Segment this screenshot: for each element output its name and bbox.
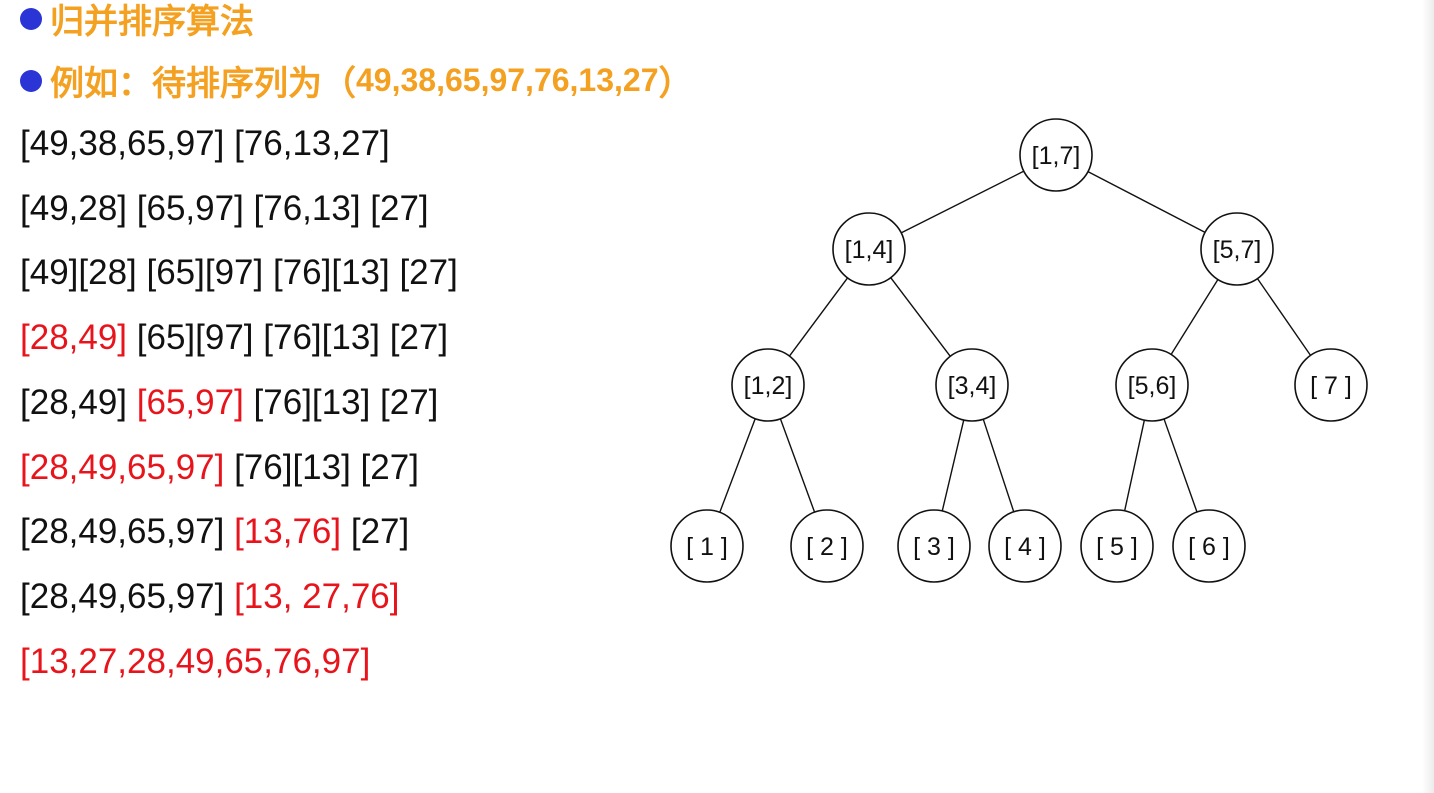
segment: [49][28] [65][97] [76][13] [27] [20,253,458,293]
edge-n57-n7 [1256,278,1312,356]
tree-nodes: [1,7] [1,4] [5,7] [1,2] [3,4] [5,6] [ 7 ] [ 1 ]… [670,118,1368,583]
example-suffix: ） [658,64,693,104]
segment: [76][13] [27] [224,447,419,487]
step-line-6: [28,49,65,97] [76][13] [27] [20,448,419,488]
node-circle [1294,348,1368,422]
node-circle [897,509,971,583]
edge-n14-n34 [890,277,951,357]
edge-n12-n2 [779,418,816,513]
node-label: [ 6 ] [1188,533,1230,561]
node-circle [790,509,864,583]
heading: 归并排序算法 [50,2,254,42]
edge-n56-n5 [1123,420,1146,511]
bullet-icon [20,7,42,30]
edge-n57-n56 [1170,279,1219,355]
node-label: [ 4 ] [1004,533,1046,561]
node-circle [1172,509,1246,583]
merged-segment: [13, 27,76] [234,576,400,616]
step-line-7: [28,49,65,97] [13,76] [27] [20,512,409,552]
node-circle [1115,348,1189,422]
tree-node-n14: [1,4] [832,212,906,286]
edge-n34-n3 [941,419,965,512]
node-circle [670,509,744,583]
edge-n17-n14 [900,170,1025,234]
node-label: [1,2] [744,372,793,400]
tree-node-n7: [ 7 ] [1294,348,1368,422]
segment: [76][13] [27] [243,382,439,422]
merged-segment: [65,97] [136,382,244,422]
node-circle [988,509,1062,583]
node-label: [1,7] [1032,142,1081,170]
tree-node-n57: [5,7] [1200,212,1274,286]
segment: [49,38,65,97] [76,13,27] [20,124,390,163]
example-row: 例如：待排序列为（ 49,38,65,97,76,13,27 ） [20,56,693,105]
bullet-icon [20,69,42,92]
segment: [28,49] [20,382,137,422]
tree-edges [719,170,1312,513]
node-label: [ 3 ] [913,533,955,561]
step-line-1: [49,38,65,97] [76,13,27] [20,124,390,164]
segment: [49,28] [65,97] [76,13] [27] [20,188,429,228]
node-label: [1,4] [845,236,894,264]
node-label: [ 5 ] [1096,533,1138,561]
tree-node-n6: [ 6 ] [1172,509,1246,583]
node-label: [ 1 ] [686,533,728,561]
step-line-9: [13,27,28,49,65,76,97] [20,642,370,682]
node-circle [731,348,805,422]
example-prefix: 例如：待排序列为（ [50,64,356,104]
node-circle [1200,212,1274,286]
tree-node-n4: [ 4 ] [988,509,1062,583]
tree-node-n56: [5,6] [1115,348,1189,422]
tree-node-n5: [ 5 ] [1080,509,1154,583]
example-numbers: 49,38,65,97,76,13,27 [356,62,659,98]
edge-n14-n12 [788,277,849,357]
tree-node-n3: [ 3 ] [897,509,971,583]
node-label: [ 2 ] [806,533,848,561]
step-line-3: [49][28] [65][97] [76][13] [27] [20,253,458,293]
node-circle [832,212,906,286]
segment: [27] [341,512,410,552]
node-circle [1019,118,1093,192]
edge-n12-n1 [719,418,756,513]
segment: [65][97] [76][13] [27] [127,318,449,358]
merged-segment: [13,76] [234,512,342,552]
tree-node-n1: [ 1 ] [670,509,744,583]
node-circle [1080,509,1154,583]
node-label: [5,6] [1128,372,1177,400]
step-line-2: [49,28] [65,97] [76,13] [27] [20,189,429,229]
merged-segment: [13,27,28,49,65,76,97] [20,641,371,681]
heading-row: 归并排序算法 [20,0,254,43]
edge-n17-n57 [1087,170,1206,234]
node-circle [935,348,1009,422]
page-edge [1422,0,1434,793]
edge-n34-n4 [982,418,1015,513]
step-line-4: [28,49] [65][97] [76][13] [27] [20,318,448,358]
edge-n56-n6 [1163,418,1198,513]
tree-node-n34: [3,4] [935,348,1009,422]
node-label: [ 7 ] [1310,372,1352,400]
segment: [28,49,65,97] [20,512,235,552]
tree-node-n12: [1,2] [731,348,805,422]
step-line-8: [28,49,65,97] [13, 27,76] [20,577,400,617]
segment: [28,49,65,97] [20,576,235,616]
step-line-5: [28,49] [65,97] [76][13] [27] [20,383,438,423]
tree-node-n2: [ 2 ] [790,509,864,583]
merged-segment: [28,49] [20,318,128,358]
tree-node-n17: [1,7] [1019,118,1093,192]
node-label: [3,4] [948,372,997,400]
node-label: [5,7] [1213,236,1262,264]
merged-segment: [28,49,65,97] [20,447,225,487]
